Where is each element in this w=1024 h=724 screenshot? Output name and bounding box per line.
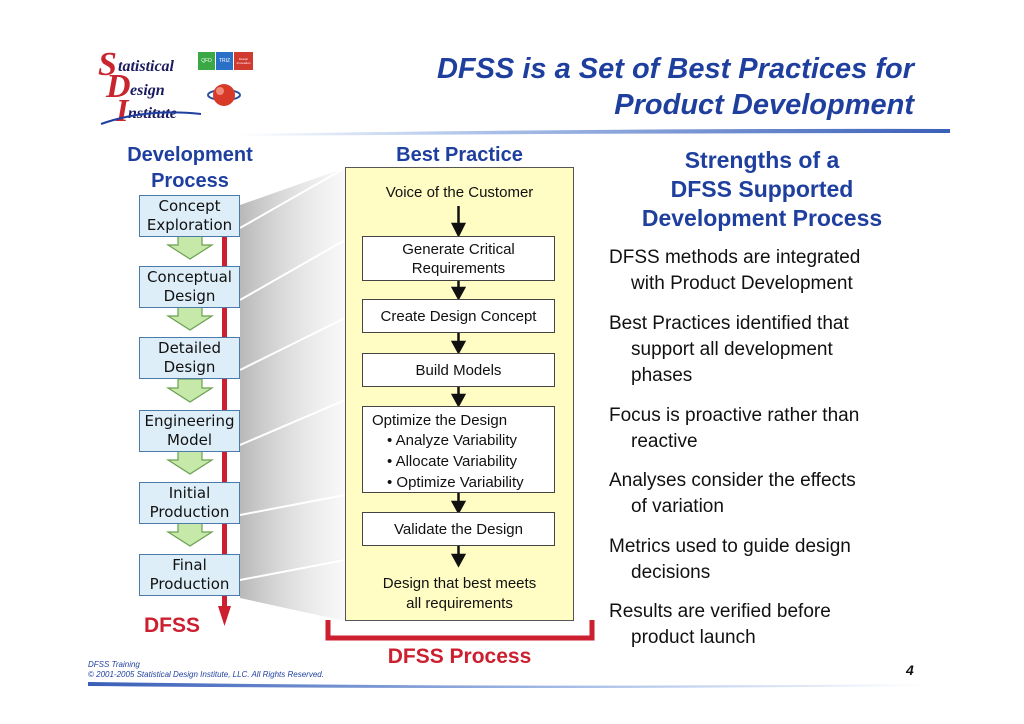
strengths-heading-line2: DFSS Supported bbox=[670, 176, 854, 202]
strength-line2: with Product Development bbox=[631, 273, 853, 294]
development-process-heading: Development Process bbox=[110, 142, 270, 194]
strength-item: DFSS methods are integrated with Product… bbox=[609, 245, 919, 297]
logo-word-1: tatistical bbox=[118, 58, 174, 75]
strength-line2: decisions bbox=[631, 562, 711, 583]
strength-item: Results are verified before product laun… bbox=[609, 599, 919, 651]
footer-rule bbox=[88, 682, 928, 688]
page-title-line2: Product Development bbox=[614, 89, 914, 121]
strength-line1: Results are verified before bbox=[609, 601, 831, 622]
development-heading-line1: Development bbox=[127, 144, 253, 166]
logo-initial-s: S bbox=[98, 46, 117, 83]
footer-training: DFSS Training bbox=[88, 660, 140, 669]
stage-line1: Final bbox=[172, 556, 207, 574]
stage-line1: Concept bbox=[158, 197, 221, 215]
optimize-bullet-allocate: • Allocate Variability bbox=[387, 453, 518, 470]
box-optimize-design: Optimize the Design • Analyze Variabilit… bbox=[362, 406, 555, 493]
stage-engineering-model: Engineering Model bbox=[139, 410, 240, 452]
dfss-label: DFSS bbox=[144, 614, 201, 637]
stage-line2: Model bbox=[166, 431, 213, 449]
strength-line1: Analyses consider the effects bbox=[609, 470, 856, 491]
bottom-line1: Design that best meets bbox=[382, 575, 537, 592]
design-best-meets: Design that best meets all requirements bbox=[345, 574, 574, 614]
strength-line1: Metrics used to guide design bbox=[609, 536, 851, 557]
box-validate-design: Validate the Design bbox=[362, 512, 555, 546]
logo-word-2: esign bbox=[130, 82, 165, 99]
stage-line1: Engineering bbox=[144, 412, 235, 430]
development-heading-line2: Process bbox=[151, 170, 229, 192]
strength-item: Best Practices identified that support a… bbox=[609, 311, 919, 389]
dfss-process-bracket bbox=[325, 620, 595, 641]
box-generate-requirements: Generate Critical Requirements bbox=[362, 236, 555, 281]
strengths-heading: Strengths of a DFSS Supported Developmen… bbox=[609, 146, 915, 233]
globe-icon bbox=[207, 84, 241, 106]
logo-badge-triz: TRIZ bbox=[216, 52, 233, 70]
stage-line2: Production bbox=[149, 575, 230, 593]
stage-concept-exploration: Concept Exploration bbox=[139, 195, 240, 237]
stage-line2: Design bbox=[163, 287, 216, 305]
optimize-bullet-analyze: • Analyze Variability bbox=[387, 432, 518, 449]
strength-line3: phases bbox=[631, 365, 693, 386]
logo-swoosh bbox=[100, 111, 202, 125]
stage-line2: Design bbox=[163, 358, 216, 376]
bottom-line2: all requirements bbox=[406, 595, 513, 612]
generate-line1: Generate Critical bbox=[402, 240, 515, 258]
best-practice-arrows bbox=[450, 206, 467, 568]
dfss-arrow-down-icon bbox=[218, 606, 231, 626]
logo-badge-innovation: Design Innovation bbox=[234, 52, 253, 70]
box-build-models: Build Models bbox=[362, 353, 555, 387]
logo-badge-qfd: QFD bbox=[198, 52, 215, 70]
strength-line1: DFSS methods are integrated bbox=[609, 247, 861, 268]
strength-line2: product launch bbox=[631, 627, 756, 648]
stage-line2: Exploration bbox=[146, 216, 233, 234]
generate-line2: Requirements bbox=[411, 259, 506, 277]
page-number: 4 bbox=[906, 662, 914, 678]
stage-line1: Initial bbox=[168, 484, 211, 502]
strength-line2: reactive bbox=[631, 431, 698, 452]
logo: S tatistical D esign I nstitute QFD TRIZ… bbox=[96, 46, 256, 128]
box-create-design-concept: Create Design Concept bbox=[362, 299, 555, 333]
strength-line1: Focus is proactive rather than bbox=[609, 405, 860, 426]
title-underline bbox=[240, 128, 950, 136]
strength-line1: Best Practices identified that bbox=[609, 313, 849, 334]
stage-arrows bbox=[165, 235, 215, 547]
logo-initial-d: D bbox=[106, 68, 131, 105]
stage-line1: Detailed bbox=[158, 339, 221, 357]
strength-item: Metrics used to guide design decisions bbox=[609, 534, 919, 586]
strength-line2: support all development bbox=[631, 339, 833, 360]
footer-copyright: © 2001-2005 Statistical Design Institute… bbox=[88, 670, 324, 679]
best-practice-heading: Best Practice bbox=[396, 144, 523, 166]
strength-item: Analyses consider the effects of variati… bbox=[609, 468, 919, 520]
dfss-process-label: DFSS Process bbox=[387, 645, 532, 668]
stage-initial-production: Initial Production bbox=[139, 482, 240, 524]
page-title-line1: DFSS is a Set of Best Practices for bbox=[436, 53, 914, 85]
voice-of-customer: Voice of the Customer bbox=[385, 184, 534, 201]
stage-detailed-design: Detailed Design bbox=[139, 337, 240, 379]
strength-item: Focus is proactive rather than reactive bbox=[609, 403, 919, 455]
optimize-bullet-optimize: • Optimize Variability bbox=[387, 474, 524, 491]
stage-line1: Conceptual bbox=[147, 268, 232, 286]
strengths-heading-line3: Development Process bbox=[641, 205, 883, 231]
strengths-heading-line1: Strengths of a bbox=[684, 147, 840, 173]
strength-line2: of variation bbox=[631, 496, 724, 517]
stage-conceptual-design: Conceptual Design bbox=[139, 266, 240, 308]
optimize-title: Optimize the Design bbox=[372, 412, 508, 429]
stage-line2: Production bbox=[149, 503, 230, 521]
stage-final-production: Final Production bbox=[139, 554, 240, 596]
